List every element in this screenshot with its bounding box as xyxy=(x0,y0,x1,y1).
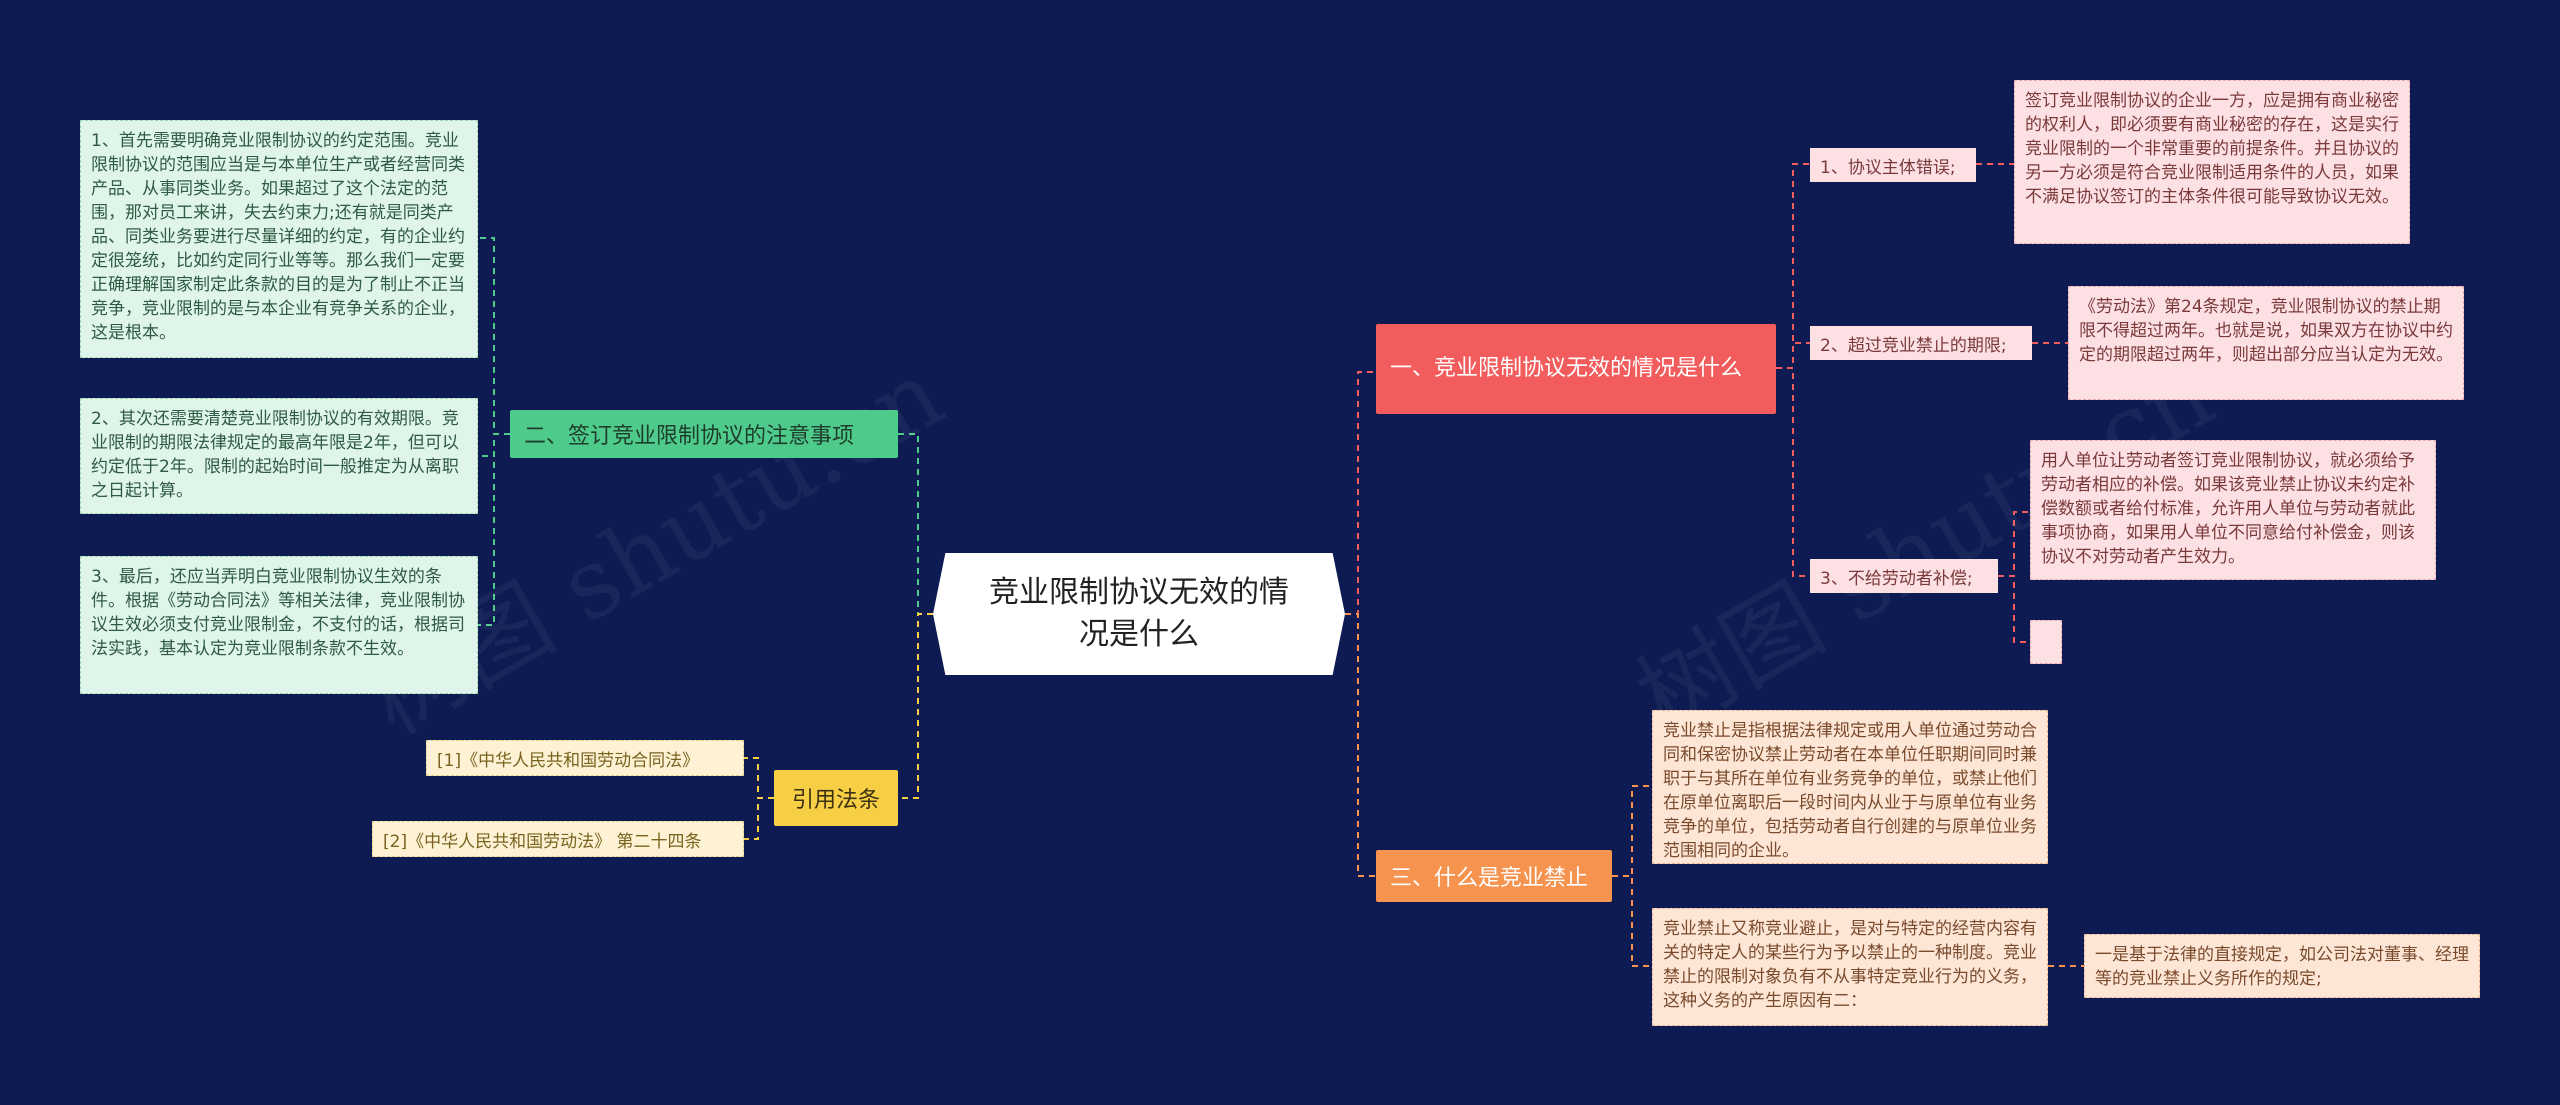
root-title: 竞业限制协议无效的情况是什么 xyxy=(989,575,1289,652)
citation-labor-contract-law-text: [1]《中华人民共和国劳动合同法》 xyxy=(437,750,700,771)
branch-citations[interactable]: 引用法条 xyxy=(774,770,898,826)
branch-citations-title: 引用法条 xyxy=(791,788,880,813)
citation-labor-law[interactable]: [2]《中华人民共和国劳动法》 第二十四条 xyxy=(372,821,744,857)
note-scope[interactable]: 1、首先需要明确竞业限制协议的约定范围。竞业限制协议的范围应当是与本单位生产或者… xyxy=(80,120,478,358)
connector-citation2 xyxy=(744,797,774,840)
item-exceed-period-label: 2、超过竞业禁止的期限; xyxy=(1820,335,2007,356)
item-no-compensation[interactable]: 3、不给劳动者补偿; xyxy=(1810,559,1998,593)
connector-branch1-item2 xyxy=(1776,342,1810,369)
note-effective-conditions[interactable]: 3、最后，还应当弄明白竞业限制协议生效的条件。根据《劳动合同法》等相关法律，竞业… xyxy=(80,556,478,694)
connector-branch2-item3 xyxy=(478,433,510,626)
detail-subject-error-text: 签订竞业限制协议的企业一方，应是拥有商业秘密的权利人，即必须要有商业秘密的存在，… xyxy=(2025,91,2399,207)
detail-noncompete-definition[interactable]: 竞业禁止是指根据法律规定或用人单位通过劳动合同和保密协议禁止劳动者在本单位任职期… xyxy=(1652,710,2048,864)
citation-labor-law-text: [2]《中华人民共和国劳动法》 第二十四条 xyxy=(383,831,702,852)
connector-branch3-detail1 xyxy=(1612,785,1652,877)
detail-noncompete-alias-text: 竞业禁止又称竞业避止，是对与特定的经营内容有关的特定人的某些行为予以禁止的一种制… xyxy=(1663,919,2037,1011)
connector-branch2-item1 xyxy=(478,237,510,435)
detail-noncompete-alias[interactable]: 竞业禁止又称竞业避止，是对与特定的经营内容有关的特定人的某些行为予以禁止的一种制… xyxy=(1652,908,2048,1026)
connector-branch3-detail2 xyxy=(1612,875,1652,967)
branch-invalid-cases[interactable]: 一、竞业限制协议无效的情况是什么 xyxy=(1376,324,1776,414)
detail-no-compensation-text: 用人单位让劳动者签订竞业限制协议，就必须给予劳动者相应的补偿。如果该竞业禁止协议… xyxy=(2041,451,2415,567)
connector-item3-detail xyxy=(1998,511,2030,577)
detail-subject-error[interactable]: 签订竞业限制协议的企业一方，应是拥有商业秘密的权利人，即必须要有商业秘密的存在，… xyxy=(2014,80,2410,244)
note-scope-text: 1、首先需要明确竞业限制协议的约定范围。竞业限制协议的范围应当是与本单位生产或者… xyxy=(91,131,465,343)
detail-noncompete-cause-one-text: 一是基于法律的直接规定，如公司法对董事、经理等的竞业禁止义务所作的规定; xyxy=(2095,945,2469,989)
detail-exceed-period-text: 《劳动法》第24条规定，竞业限制协议的禁止期限不得超过两年。也就是说，如果双方在… xyxy=(2079,297,2453,365)
item-subject-error-label: 1、协议主体错误; xyxy=(1820,157,1956,178)
detail-noncompete-definition-text: 竞业禁止是指根据法律规定或用人单位通过劳动合同和保密协议禁止劳动者在本单位任职期… xyxy=(1663,721,2037,861)
connector-root-citations xyxy=(898,613,933,799)
branch-signing-notes[interactable]: 二、签订竞业限制协议的注意事项 xyxy=(510,410,898,458)
item-no-compensation-label: 3、不给劳动者补偿; xyxy=(1820,568,1973,589)
item-subject-error[interactable]: 1、协议主体错误; xyxy=(1810,148,1976,182)
detail-no-compensation-extra[interactable] xyxy=(2030,620,2062,664)
connector-item3-extra xyxy=(1998,575,2030,643)
detail-no-compensation[interactable]: 用人单位让劳动者签订竞业限制协议，就必须给予劳动者相应的补偿。如果该竞业禁止协议… xyxy=(2030,440,2436,580)
connector-root-branch2 xyxy=(898,433,933,615)
root-node[interactable]: 竞业限制协议无效的情况是什么 xyxy=(933,553,1345,675)
branch-signing-notes-title: 二、签订竞业限制协议的注意事项 xyxy=(524,424,855,449)
note-effective-conditions-text: 3、最后，还应当弄明白竞业限制协议生效的条件。根据《劳动合同法》等相关法律，竞业… xyxy=(91,567,465,659)
note-validity-period-text: 2、其次还需要清楚竞业限制协议的有效期限。竞业限制的期限法律规定的最高年限是2年… xyxy=(91,409,459,501)
citation-labor-contract-law[interactable]: [1]《中华人民共和国劳动合同法》 xyxy=(426,740,744,776)
item-exceed-period[interactable]: 2、超过竞业禁止的期限; xyxy=(1810,326,2032,360)
branch-what-is-noncompete[interactable]: 三、什么是竞业禁止 xyxy=(1376,850,1612,902)
connector-branch1-item3 xyxy=(1776,367,1810,577)
connector-branch1-item1 xyxy=(1776,163,1810,369)
branch-invalid-cases-title: 一、竞业限制协议无效的情况是什么 xyxy=(1390,356,1743,381)
detail-noncompete-cause-one[interactable]: 一是基于法律的直接规定，如公司法对董事、经理等的竞业禁止义务所作的规定; xyxy=(2084,934,2480,998)
detail-exceed-period[interactable]: 《劳动法》第24条规定，竞业限制协议的禁止期限不得超过两年。也就是说，如果双方在… xyxy=(2068,286,2464,400)
note-validity-period[interactable]: 2、其次还需要清楚竞业限制协议的有效期限。竞业限制的期限法律规定的最高年限是2年… xyxy=(80,398,478,514)
connector-citation1 xyxy=(744,757,774,799)
connector-root-branch3 xyxy=(1345,613,1376,877)
connector-root-branch1 xyxy=(1345,371,1376,615)
branch-what-is-noncompete-title: 三、什么是竞业禁止 xyxy=(1390,866,1589,891)
